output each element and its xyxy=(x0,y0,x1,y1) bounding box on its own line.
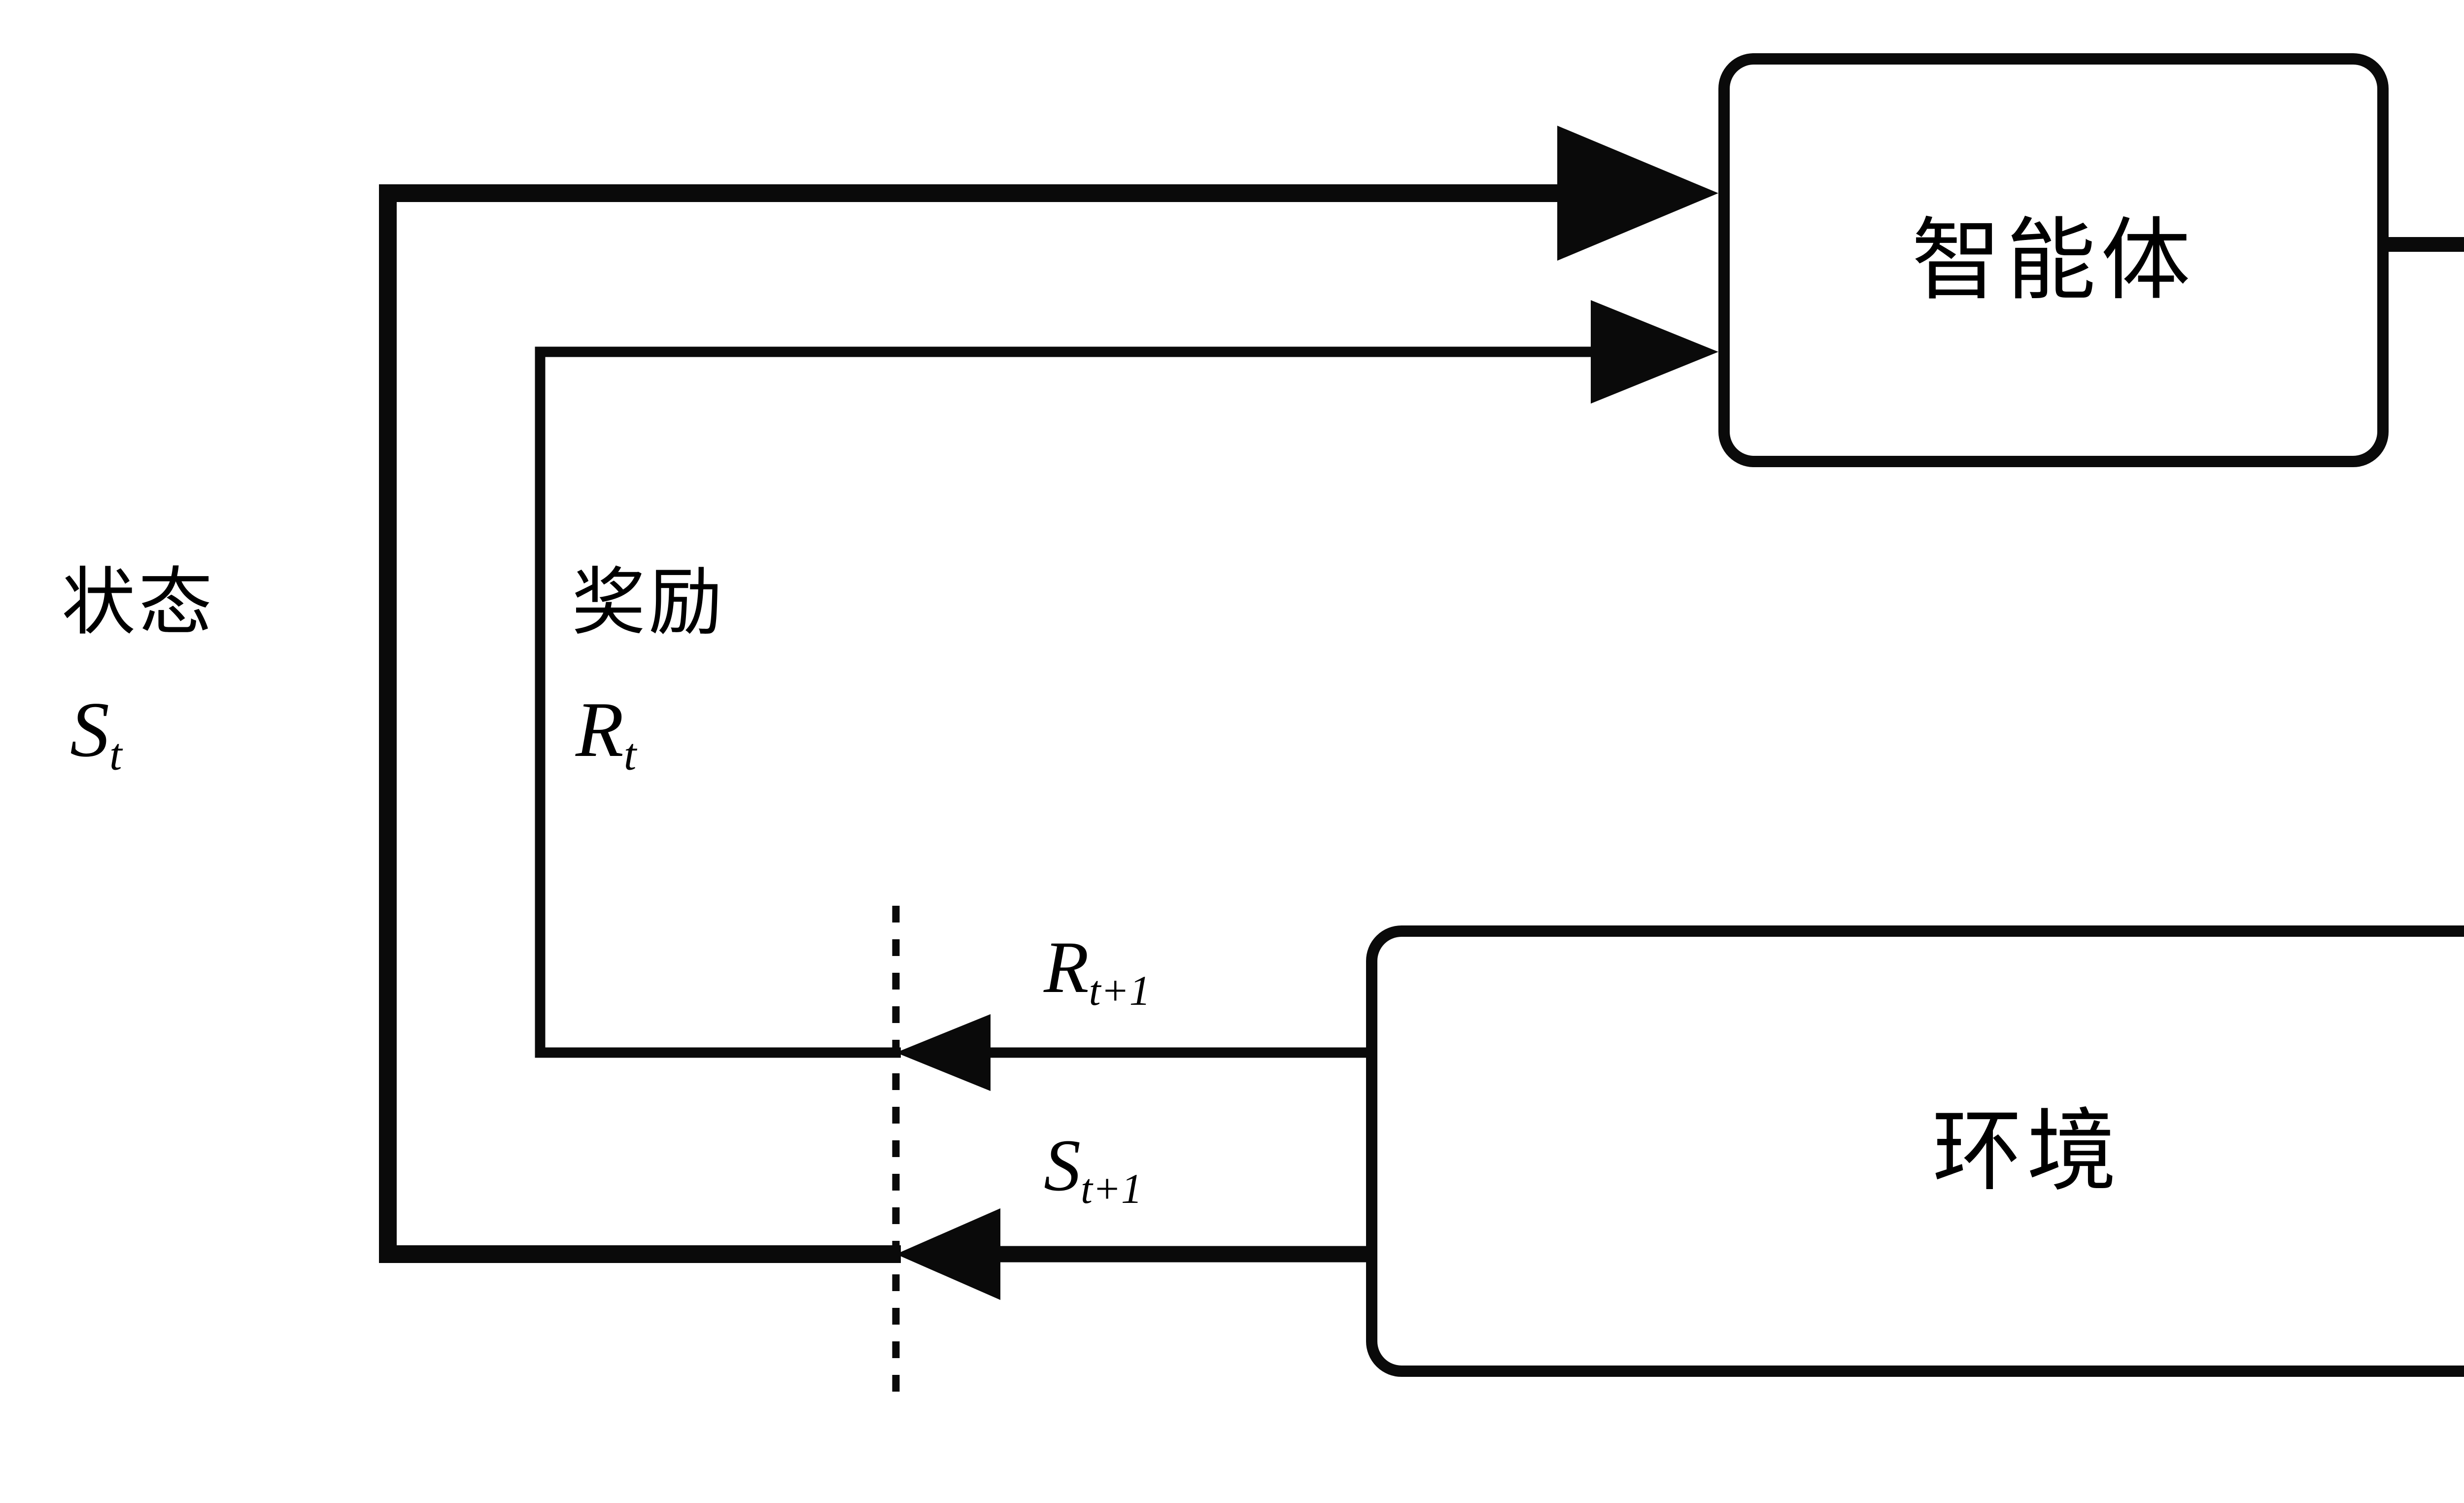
reward-connector xyxy=(535,300,1718,1058)
next-state-symbol-subscript: t+1 xyxy=(1081,1164,1142,1212)
environment-box[interactable]: 环境 xyxy=(1366,925,2464,1377)
state-symbol: St xyxy=(70,690,122,777)
state-arrowhead xyxy=(1557,126,1718,261)
next-reward-arrowhead xyxy=(896,1014,991,1091)
next-state-symbol: St+1 xyxy=(1044,1128,1142,1210)
reward-label-cn: 奖励 xyxy=(572,560,726,646)
reward-symbol-letter: R xyxy=(576,685,624,773)
state-connector xyxy=(379,126,1718,1263)
reward-symbol: Rt xyxy=(576,690,636,777)
environment-label: 环境 xyxy=(1932,1099,2122,1203)
next-state-connector xyxy=(896,1208,1366,1300)
reward-arrowhead xyxy=(1591,300,1718,404)
next-state-arrowhead xyxy=(896,1208,1000,1300)
state-label-cn: 状态 xyxy=(62,560,216,646)
next-reward-connector xyxy=(896,1014,1366,1091)
reward-symbol-subscript: t xyxy=(623,729,637,780)
next-reward-symbol: Rt+1 xyxy=(1044,930,1151,1012)
agent-box[interactable]: 智能体 xyxy=(1718,53,2389,467)
agent-label: 智能体 xyxy=(1912,208,2195,312)
state-symbol-subscript: t xyxy=(109,729,122,780)
next-reward-symbol-letter: R xyxy=(1044,926,1089,1008)
figure-caption xyxy=(121,1466,2464,1502)
state-symbol-letter: S xyxy=(70,685,109,773)
next-state-symbol-letter: S xyxy=(1044,1125,1081,1206)
next-reward-symbol-subscript: t+1 xyxy=(1089,966,1151,1014)
